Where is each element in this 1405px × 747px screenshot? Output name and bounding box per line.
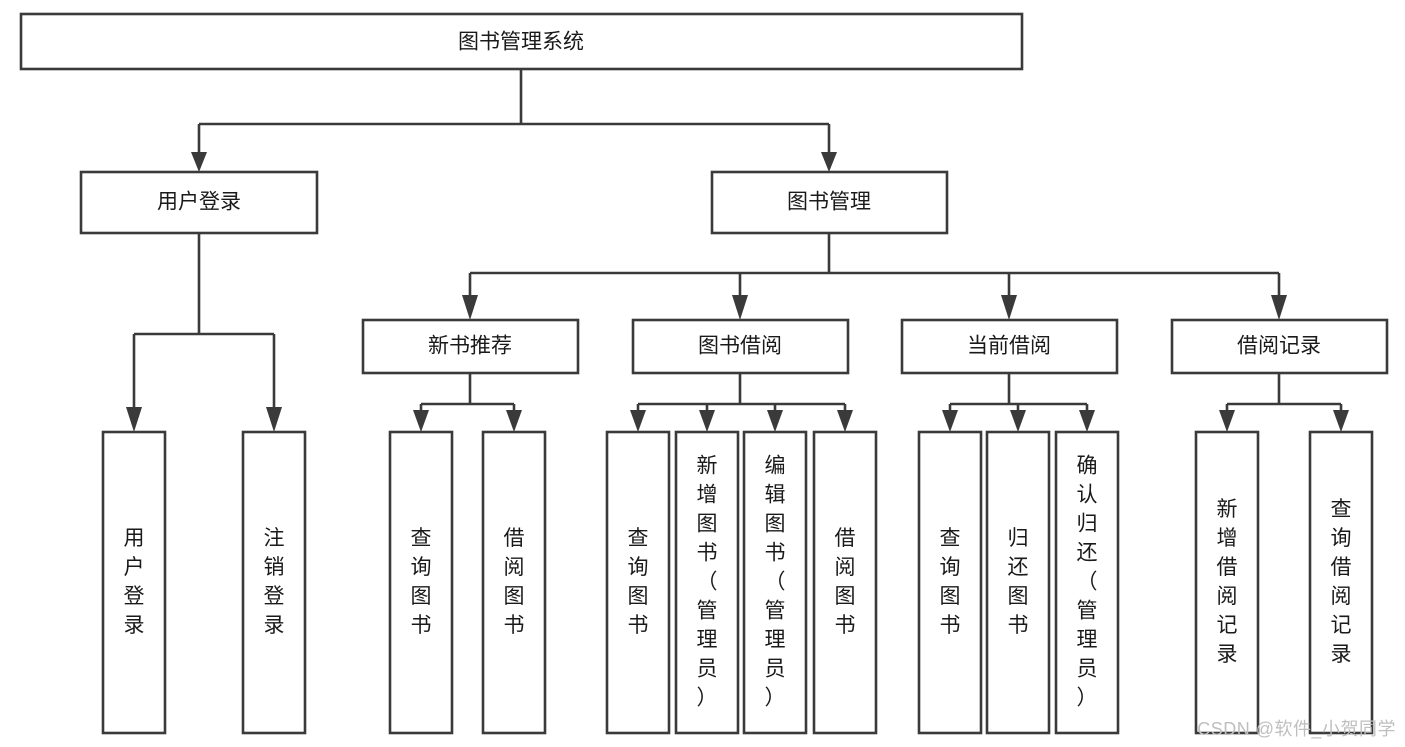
node-leaf-user-logout[interactable]: 注销登录 <box>241 430 307 735</box>
node-borrow-record-label: 借阅记录 <box>1237 335 1321 358</box>
node-leaf-add-record-box[interactable] <box>1194 430 1260 735</box>
node-book-borrow-label: 图书借阅 <box>698 335 782 358</box>
node-leaf-query-book-3-label: 查询图书 <box>940 527 961 637</box>
node-book-manage-label: 图书管理 <box>787 191 871 214</box>
node-leaf-user-login-box[interactable] <box>101 430 167 735</box>
node-leaf-query-book-1-box[interactable] <box>388 430 454 735</box>
arrowhead-leaf-borrow-book-1 <box>506 410 522 432</box>
node-leaf-borrow-book-1[interactable]: 借阅图书 <box>481 430 547 735</box>
node-leaf-query-book-2[interactable]: 查询图书 <box>605 430 671 735</box>
node-user-login-label: 用户登录 <box>157 191 241 214</box>
node-leaf-add-book-box[interactable] <box>674 430 740 735</box>
node-leaf-edit-book-label: 编辑图书（管理员） <box>765 455 786 710</box>
arrowhead-leaf-query-book-1 <box>413 410 429 432</box>
node-new-book-recommend-box[interactable] <box>361 318 580 375</box>
node-leaf-borrow-book-2-label: 借阅图书 <box>835 527 856 637</box>
node-leaf-add-record[interactable]: 新增借阅记录 <box>1194 430 1260 735</box>
arrowhead-leaf-borrow-book-2 <box>837 410 853 432</box>
node-root-label: 图书管理系统 <box>458 31 584 54</box>
arrowhead-leaf-query-record <box>1333 410 1349 432</box>
arrowhead-leaf-add-record <box>1219 410 1235 432</box>
node-root-box[interactable] <box>19 12 1024 71</box>
node-leaf-query-record-label: 查询借阅记录 <box>1331 498 1352 666</box>
node-user-login[interactable]: 用户登录 <box>79 170 319 235</box>
node-book-borrow-box[interactable] <box>631 318 850 375</box>
node-book-manage-box[interactable] <box>710 170 949 235</box>
node-leaf-query-book-3[interactable]: 查询图书 <box>917 430 983 735</box>
node-leaf-edit-book-box[interactable] <box>742 430 808 735</box>
node-new-book-recommend[interactable]: 新书推荐 <box>361 318 580 375</box>
node-leaf-user-login[interactable]: 用户登录 <box>101 430 167 735</box>
node-leaf-return-book-box[interactable] <box>985 430 1051 735</box>
node-leaf-query-book-2-box[interactable] <box>605 430 671 735</box>
node-book-manage[interactable]: 图书管理 <box>710 170 949 235</box>
arrowhead-leaf-edit-book <box>767 410 783 432</box>
node-leaf-return-book-label: 归还图书 <box>1008 527 1029 637</box>
node-leaf-add-book-label: 新增图书（管理员） <box>697 455 718 710</box>
node-root[interactable]: 图书管理系统 <box>19 12 1024 71</box>
node-new-book-recommend-label: 新书推荐 <box>428 335 512 358</box>
node-leaf-add-record-label: 新增借阅记录 <box>1217 498 1238 666</box>
node-leaf-borrow-book-1-label: 借阅图书 <box>504 527 525 637</box>
node-user-login-box[interactable] <box>79 170 319 235</box>
arrowhead-user-login <box>191 152 207 172</box>
node-leaf-borrow-book-2-box[interactable] <box>812 430 878 735</box>
node-leaf-add-book[interactable]: 新增图书（管理员） <box>674 430 740 735</box>
arrowhead-leaf-return-book <box>1010 410 1026 432</box>
arrowhead-leaf-user-login <box>126 407 142 432</box>
watermark-text: CSDN @软件_小贺同学 <box>1197 719 1396 739</box>
node-leaf-query-book-1-label: 查询图书 <box>411 527 432 637</box>
node-book-borrow[interactable]: 图书借阅 <box>631 318 850 375</box>
arrowhead-leaf-add-book <box>699 410 715 432</box>
node-leaf-query-record-box[interactable] <box>1308 430 1374 735</box>
arrowhead-current-borrow <box>1001 295 1017 320</box>
node-leaf-confirm-return[interactable]: 确认归还（管理员） <box>1054 430 1120 735</box>
node-leaf-user-logout-label: 注销登录 <box>264 527 285 637</box>
arrowhead-leaf-confirm-return <box>1079 410 1095 432</box>
node-leaf-query-book-2-label: 查询图书 <box>628 527 649 637</box>
node-leaf-confirm-return-box[interactable] <box>1054 430 1120 735</box>
node-leaf-borrow-book-2[interactable]: 借阅图书 <box>812 430 878 735</box>
node-leaf-query-book-1[interactable]: 查询图书 <box>388 430 454 735</box>
edges-layer <box>126 69 1349 432</box>
arrowhead-book-manage <box>821 152 837 172</box>
node-leaf-query-book-3-box[interactable] <box>917 430 983 735</box>
arrowhead-new-book-recommend <box>462 295 478 320</box>
node-current-borrow[interactable]: 当前借阅 <box>900 318 1119 375</box>
node-borrow-record-box[interactable] <box>1170 318 1389 375</box>
arrowhead-leaf-user-logout <box>266 407 282 432</box>
arrowhead-leaf-query-book-2 <box>630 410 646 432</box>
node-current-borrow-box[interactable] <box>900 318 1119 375</box>
node-leaf-confirm-return-label: 确认归还（管理员） <box>1077 455 1098 710</box>
node-leaf-return-book[interactable]: 归还图书 <box>985 430 1051 735</box>
arrowhead-book-borrow <box>732 295 748 320</box>
node-leaf-borrow-book-1-box[interactable] <box>481 430 547 735</box>
node-leaf-user-login-label: 用户登录 <box>124 527 145 637</box>
arrowhead-leaf-query-book-3 <box>942 410 958 432</box>
node-leaf-user-logout-box[interactable] <box>241 430 307 735</box>
node-borrow-record[interactable]: 借阅记录 <box>1170 318 1389 375</box>
node-leaf-edit-book[interactable]: 编辑图书（管理员） <box>742 430 808 735</box>
arrowhead-borrow-record <box>1271 295 1287 320</box>
node-current-borrow-label: 当前借阅 <box>967 335 1051 358</box>
node-leaf-query-record[interactable]: 查询借阅记录 <box>1308 430 1374 735</box>
